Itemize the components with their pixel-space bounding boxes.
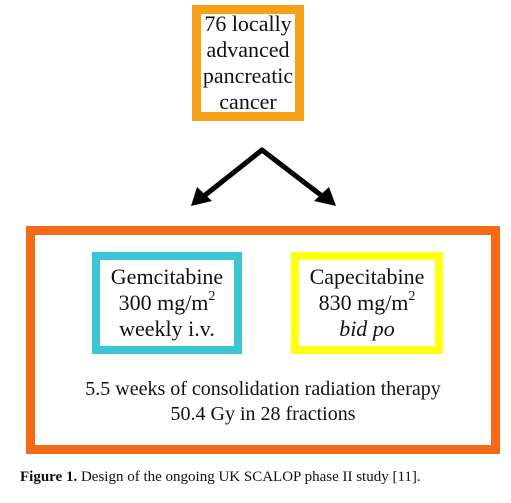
figure-caption: Figure 1. Design of the ongoing UK SCALO…: [20, 467, 421, 487]
patients-line-4: cancer: [219, 89, 277, 114]
arrow-left-down-icon: [191, 147, 265, 206]
capecitabine-schedule: bid po: [339, 316, 395, 341]
radiation-line-2: 50.4 Gy in 28 fractions: [170, 403, 356, 425]
treatment-box: Gemcitabine 300 mg/m2 weekly i.v. Capeci…: [26, 226, 500, 454]
capecitabine-name: Capecitabine: [309, 264, 425, 289]
patients-line-3: pancreatic: [202, 63, 294, 88]
gemcitabine-name: Gemcitabine: [110, 264, 224, 289]
gemcitabine-dose: 300 mg/m2: [118, 288, 216, 316]
gemcitabine-box: Gemcitabine 300 mg/m2 weekly i.v.: [92, 252, 242, 354]
caption-label: Figure 1.: [20, 469, 78, 485]
patients-line-2: advanced: [206, 37, 290, 62]
capecitabine-dose-exponent: 2: [408, 288, 416, 304]
capecitabine-dose: 830 mg/m2: [318, 288, 416, 316]
patients-label: 76 locally advanced pancreatic cancer: [203, 11, 293, 115]
gemcitabine-schedule: weekly i.v.: [119, 316, 215, 341]
caption-text: Design of the ongoing UK SCALOP phase II…: [77, 469, 421, 485]
capecitabine-box: Capecitabine 830 mg/m2 bid po: [291, 252, 443, 354]
radiation-line-1: 5.5 weeks of consolidation radiation the…: [85, 378, 441, 400]
gemcitabine-dose-exponent: 2: [208, 288, 216, 304]
gemcitabine-dose-value: 300 mg/m: [118, 290, 209, 315]
capecitabine-dose-value: 830 mg/m: [318, 290, 409, 315]
arrow-right-down-icon: [259, 147, 336, 206]
radiation-text: 5.5 weeks of consolidation radiation the…: [35, 377, 491, 427]
patients-line-1: 76 locally: [204, 11, 292, 36]
patients-box: 76 locally advanced pancreatic cancer: [192, 5, 304, 121]
